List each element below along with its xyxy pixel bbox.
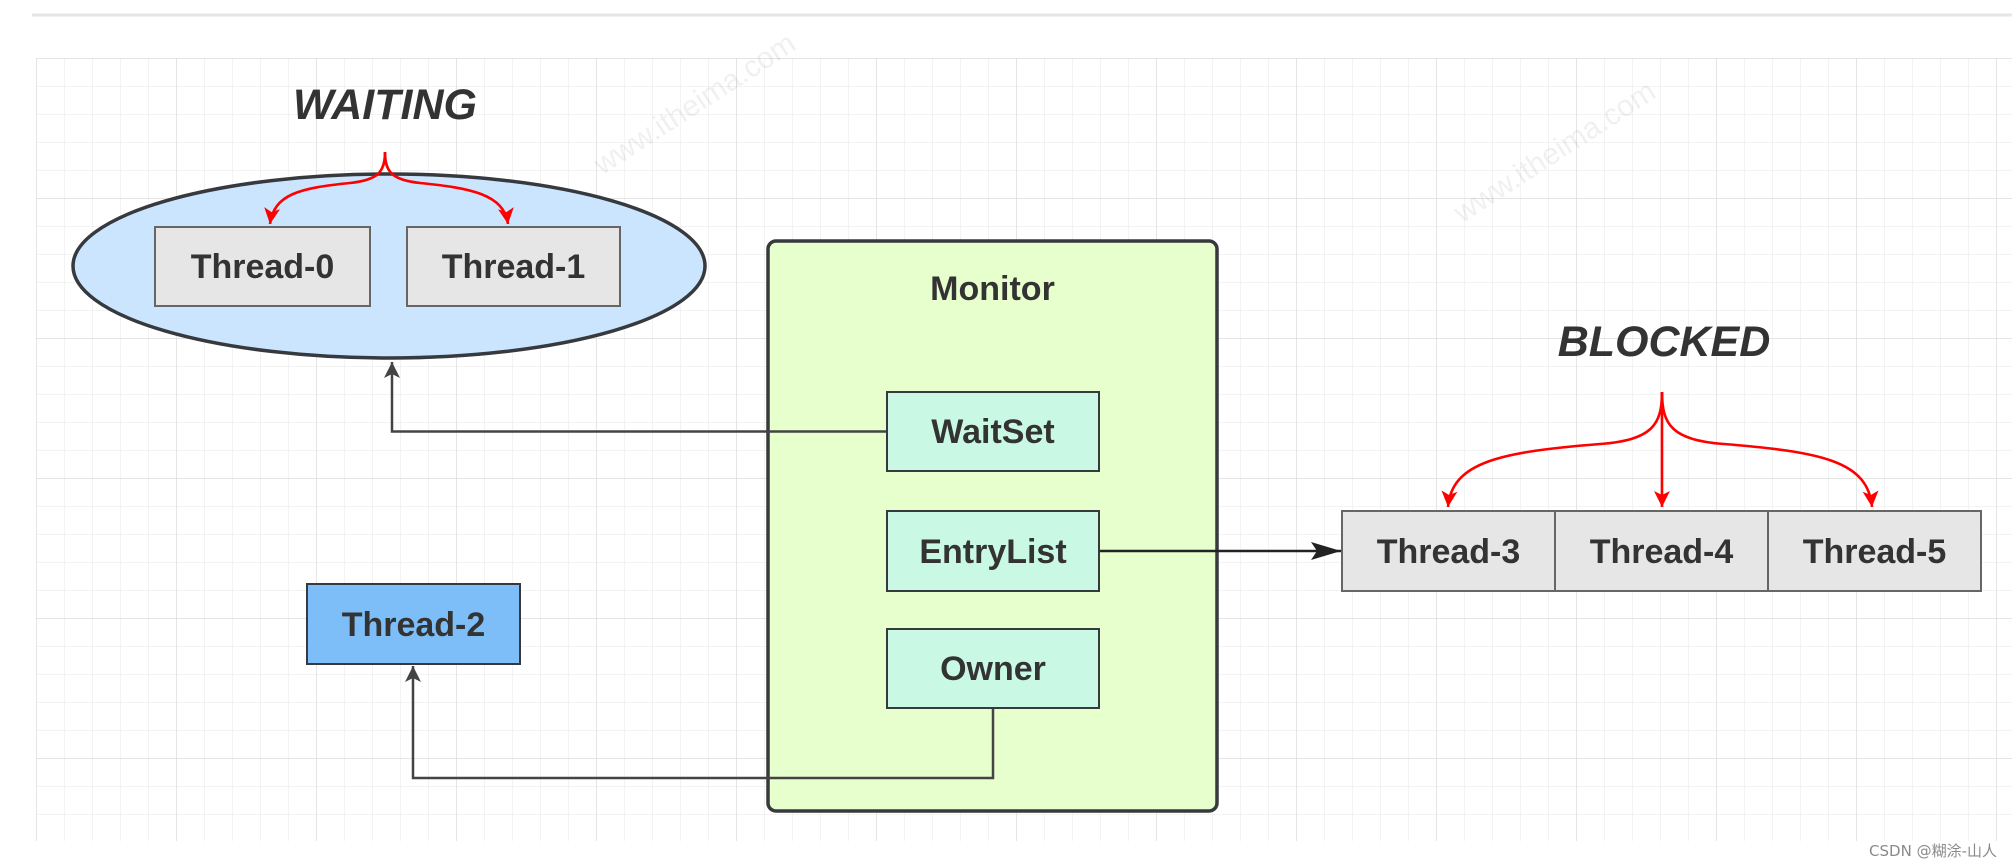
entrylist-label: EntryList (919, 533, 1066, 571)
owner-box (886, 628, 1100, 709)
owner-label: Owner (940, 650, 1046, 688)
monitor-title: Monitor (930, 270, 1055, 308)
thread-2-box (306, 583, 521, 665)
thread-2-label: Thread-2 (342, 606, 486, 644)
blocked-brace-right (1660, 391, 1879, 508)
owner-to-thread-2-connector (405, 666, 995, 780)
thread-5-box (1767, 510, 1982, 592)
blocked-brace-left (1441, 391, 1664, 508)
thread-1-box (406, 226, 621, 307)
thread-4-box (1554, 510, 1769, 592)
author-credit: CSDN @糊涂-山人 (1869, 842, 1997, 860)
thread-4-label: Thread-4 (1590, 533, 1734, 571)
blocked-label: BLOCKED (1558, 318, 1771, 366)
thread-1-label: Thread-1 (442, 248, 586, 286)
thread-3-box (1341, 510, 1556, 592)
entrylist-box (886, 510, 1100, 592)
thread-0-box (154, 226, 371, 307)
thread-3-label: Thread-3 (1377, 533, 1521, 571)
thread-0-label: Thread-0 (191, 248, 335, 286)
waitset-box (886, 391, 1100, 472)
waitset-label: WaitSet (931, 413, 1054, 451)
waiting-brace-right (383, 151, 514, 225)
waiting-label: WAITING (293, 81, 477, 129)
wait-set-ellipse (71, 172, 707, 360)
waiting-brace-left (264, 151, 387, 225)
thread-5-label: Thread-5 (1803, 533, 1947, 571)
waitset-to-waiting-connector (384, 362, 887, 433)
